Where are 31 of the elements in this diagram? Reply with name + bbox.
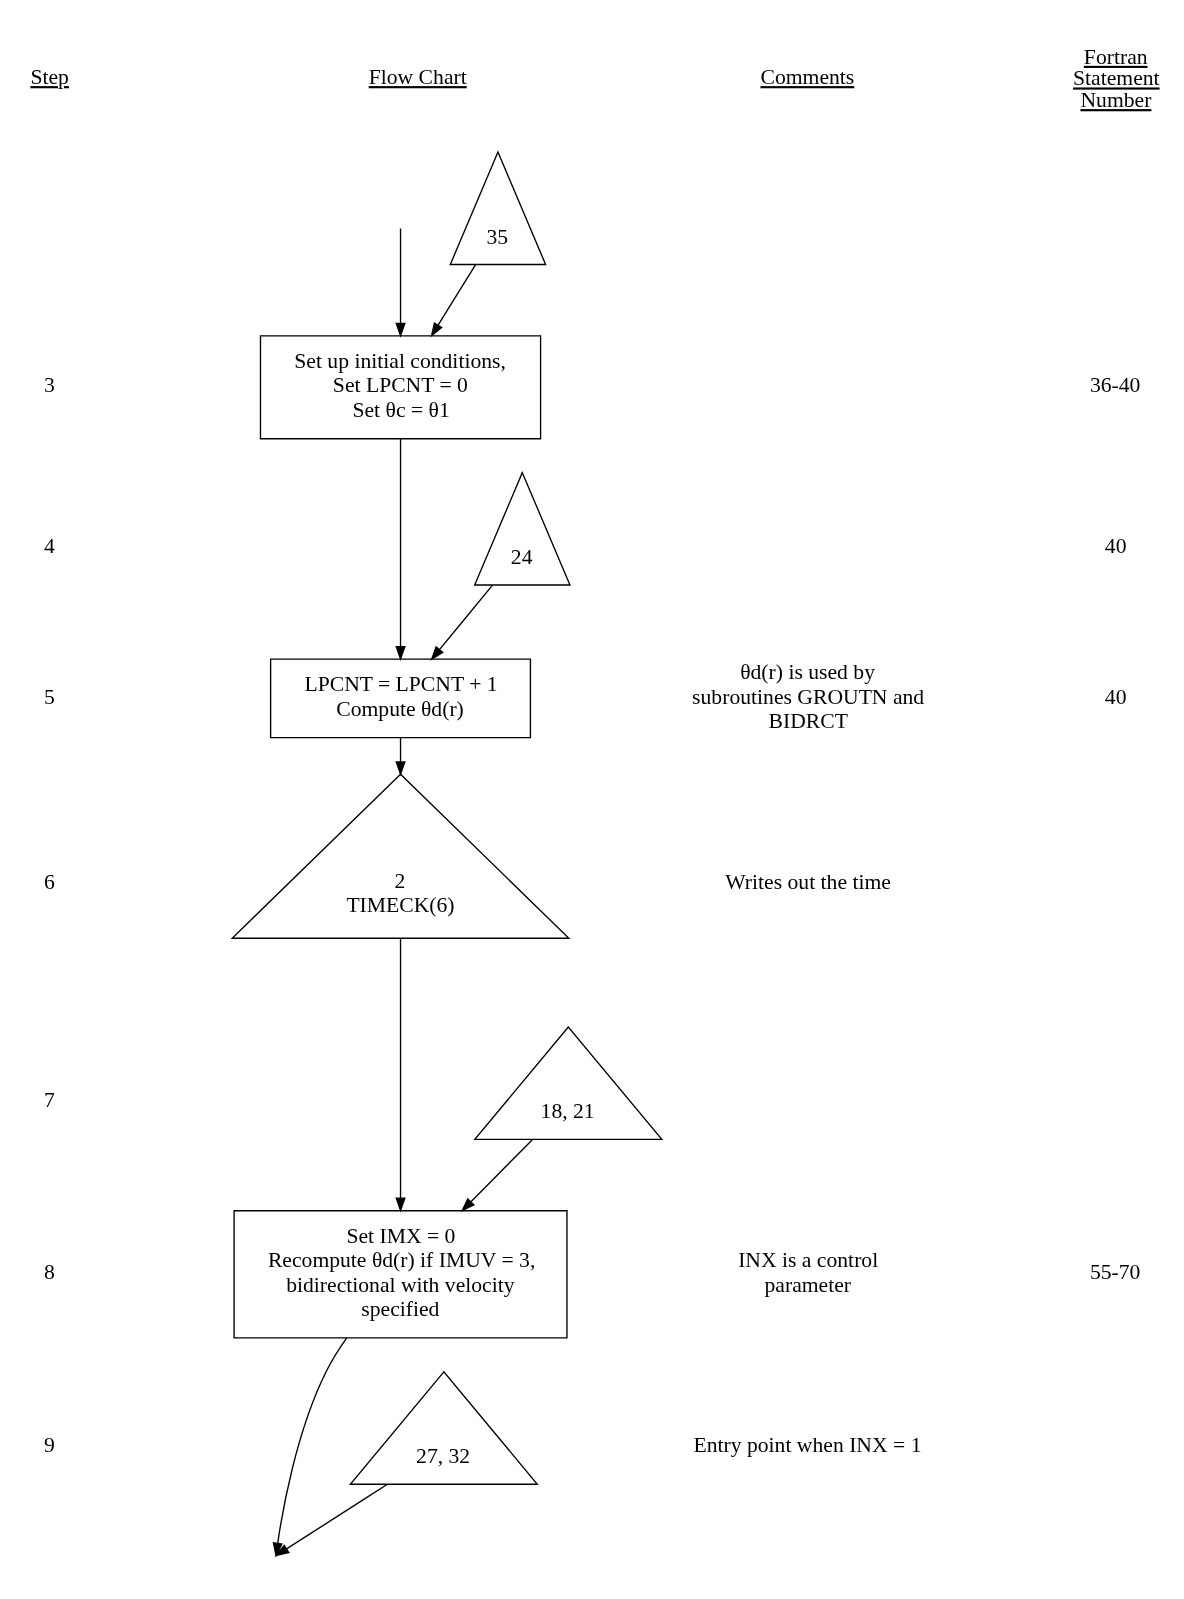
label: 5 bbox=[43, 684, 55, 709]
label: 9 bbox=[43, 1432, 55, 1457]
label: 4 bbox=[43, 533, 55, 558]
label: 6 bbox=[43, 869, 55, 894]
arrow bbox=[430, 584, 494, 661]
label: 36-40 bbox=[1089, 373, 1141, 398]
arrow bbox=[395, 737, 406, 777]
node-box: LPCNT = LPCNT + 1 Compute θd(r) bbox=[269, 658, 532, 739]
label: INX is a control parameter bbox=[738, 1248, 879, 1297]
node-box: Set up initial conditions, Set LPCNT = 0 Set θc = θ1 bbox=[259, 335, 542, 440]
label: 40 bbox=[1104, 533, 1127, 558]
node-box: Set IMX = 0 Recompute θd(r) if IMUV = 3, bidirectional with velocity specified bbox=[233, 1210, 568, 1339]
label: 8 bbox=[43, 1260, 55, 1285]
arrow bbox=[272, 1337, 348, 1558]
label: Entry point when INX = 1 bbox=[693, 1432, 922, 1457]
label: Flow Chart bbox=[368, 65, 467, 90]
arrow bbox=[272, 1483, 388, 1558]
label: θd(r) is used by subroutines GROUTN and BIDRCT bbox=[692, 660, 925, 733]
arrow bbox=[395, 937, 406, 1213]
label: 55-70 bbox=[1089, 1260, 1141, 1285]
arrow bbox=[395, 227, 406, 338]
label: Writes out the time bbox=[725, 869, 891, 894]
label: 40 bbox=[1104, 684, 1127, 709]
arrow bbox=[460, 1138, 533, 1212]
arrow bbox=[430, 263, 477, 338]
arrow bbox=[395, 438, 406, 661]
label: Comments bbox=[760, 65, 855, 90]
label: 3 bbox=[43, 373, 55, 398]
label: Step bbox=[30, 65, 69, 90]
label: Fortran Statement Number bbox=[1073, 44, 1160, 113]
label: 7 bbox=[43, 1088, 55, 1113]
